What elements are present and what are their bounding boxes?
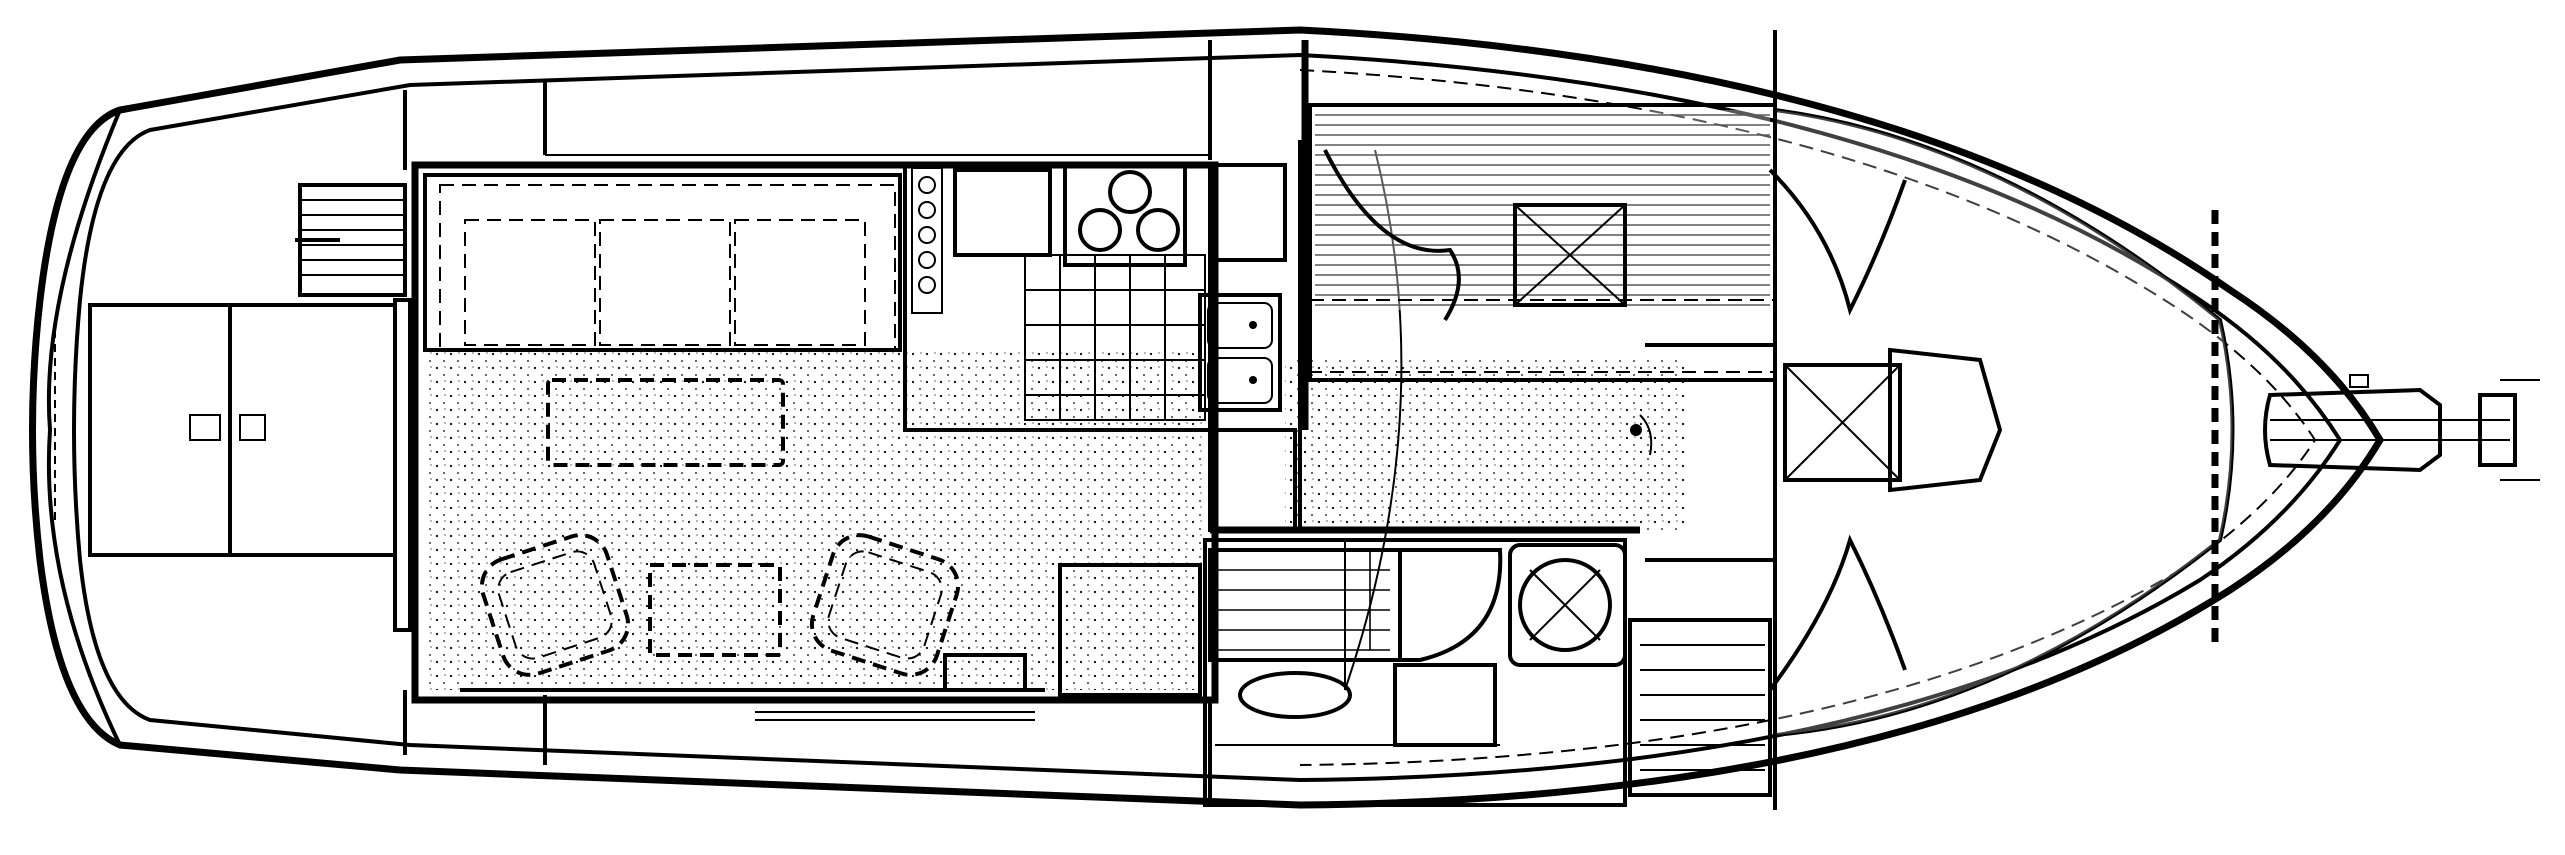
head-storage (1393, 663, 1497, 747)
detail-strokes (415, 40, 1653, 805)
settee (423, 173, 902, 352)
refrigerator (1208, 163, 1287, 262)
burner-icon (1078, 208, 1122, 252)
burner-icon (1108, 170, 1152, 214)
cockpit (54, 80, 547, 765)
wash-basin (1238, 671, 1352, 719)
boarding-ladder (295, 183, 407, 297)
salon-table (546, 378, 785, 467)
stove-controls (911, 167, 943, 314)
vanity-cabinet (1058, 563, 1202, 697)
overhead-hatch-mid (1513, 203, 1627, 307)
mid-berth (1315, 110, 1770, 310)
counter-top (953, 168, 1052, 257)
overhead-hatch-forward (1783, 363, 1902, 482)
cooktop (1063, 163, 1187, 267)
salon-chair-left (479, 533, 631, 677)
double-sink (1198, 293, 1282, 412)
burner-icon (1136, 208, 1180, 252)
salon-chair-right (809, 533, 961, 677)
companionway-steps (1628, 618, 1772, 797)
transom (46, 109, 122, 746)
mid-cabin (1308, 103, 1777, 382)
salon-floor (425, 350, 1205, 690)
v-berth (1645, 30, 2235, 810)
toilet (1508, 543, 1627, 667)
galley-floor-grid (1024, 254, 1206, 421)
bow-fitting (2263, 374, 2540, 481)
galley-storage (1208, 428, 1297, 532)
salon (411, 161, 1219, 721)
head (1058, 538, 1627, 807)
engine-hatch (88, 303, 397, 557)
companionway (1210, 40, 1772, 797)
hull-outer-line (29, 26, 2385, 809)
shower-grate (1208, 548, 1402, 662)
galley (903, 163, 1297, 532)
